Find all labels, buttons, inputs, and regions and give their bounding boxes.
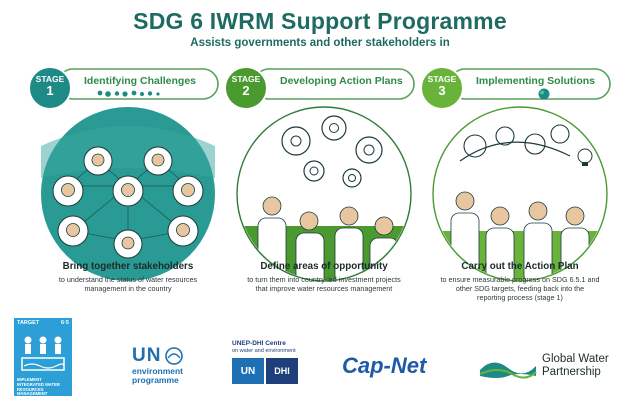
stage-1-caption-title: Bring together stakeholders [62,261,194,272]
sdg-target-label: TARGET [17,320,40,326]
stage-1-heading: Identifying Challenges [84,75,197,87]
sdg-target-text: IMPLEMENT INTEGRATED WATER RESOURCES MAN… [17,377,60,397]
un-environment-line1: environment [132,366,184,376]
gwp-wave-icon [479,362,537,379]
stage-1-number: 1 [46,83,54,98]
unep-dhi-logo: UNEP-DHI Centre on water and environment… [232,340,298,384]
gwp-line2: Partnership [542,366,601,378]
stage-1-badge: STAGE 1 [32,74,68,98]
stage-2: Developing Action Plans STAGE 2 [224,66,424,301]
stage-3-caption-line: reporting process (stage 1) [477,293,563,303]
stage-1-illustration [28,66,219,281]
page-title: SDG 6 IWRM Support Programme [133,8,507,34]
stage-3-badge: STAGE 3 [424,74,460,98]
sdg-text-line: RESOURCES [17,386,44,392]
stage-2-caption-line: to turn them into country-led investment… [247,275,401,284]
stage-3-word: STAGE [427,74,457,84]
stage-3-illustration [420,66,611,282]
stage-2-heading: Developing Action Plans [280,75,403,87]
unep-dhi-line1: UNEP-DHI Centre [232,340,286,347]
stage-3-caption-body: to ensure measurable progress on SDG 6.5… [415,275,625,303]
stage-2-word: STAGE [231,74,261,84]
unep-dhi-dhi-box: DHI [266,358,298,384]
sdg-text-line: IMPLEMENT [17,377,42,382]
stage-1: Identifying Challenges STAGE 1 [28,66,228,301]
gwp-line1: Global Water [542,353,609,365]
page-subtitle: Assists governments and other stakeholde… [190,37,450,49]
un-environment-un: UN [132,345,162,366]
stage-3-caption-title: Carry out the Action Plan [461,261,579,272]
stage-3-caption-line: to ensure measurable progress on SDG 6.5… [440,275,600,284]
stage-1-caption-line: to understand the status of water resour… [58,275,198,284]
stage-1-caption-body: to understand the status of water resour… [23,275,233,293]
unep-dhi-line2: on water and environment [232,347,296,354]
stage-2-badge: STAGE 2 [228,74,264,98]
stage-2-caption-line: that improve water resources management [255,284,393,294]
globe-icon [538,88,550,100]
stage-2-caption-body: to turn them into country-led investment… [219,275,429,293]
lightbulb-icon [577,148,593,166]
stage-2-illustration [224,66,415,282]
stage-3-number: 3 [438,83,446,98]
un-emblem-icon [165,347,184,365]
stage-3: Implementing Solutions STAGE 3 [420,66,620,301]
gwp-logo: Global Water Partnership [478,352,609,380]
sdg-target-number: 6·5 [61,320,69,326]
sdg-target-badge: TARGET 6·5 IMPLEMENT INTEGRATED WATER RE… [14,318,72,396]
stage-2-caption-title: Define areas of opportunity [260,261,388,272]
unep-dhi-un-box: UN [232,358,264,384]
stage-1-word: STAGE [35,74,65,84]
sdg-text-line: INTEGRATED WATER [17,381,60,387]
stage-3-caption-line: other SDG targets, feeding back into the [455,284,585,294]
water-icon [21,336,65,371]
un-environment-line2: programme [132,375,179,385]
stage-2-number: 2 [242,83,250,98]
sdg-text-line: MANAGEMENT [17,391,48,397]
capnet-logo: Cap-Net [342,353,427,378]
stage-3-heading: Implementing Solutions [476,75,596,87]
un-environment-logo: UN environment programme [132,345,184,385]
stage-1-caption-line: management in the country [84,284,172,294]
